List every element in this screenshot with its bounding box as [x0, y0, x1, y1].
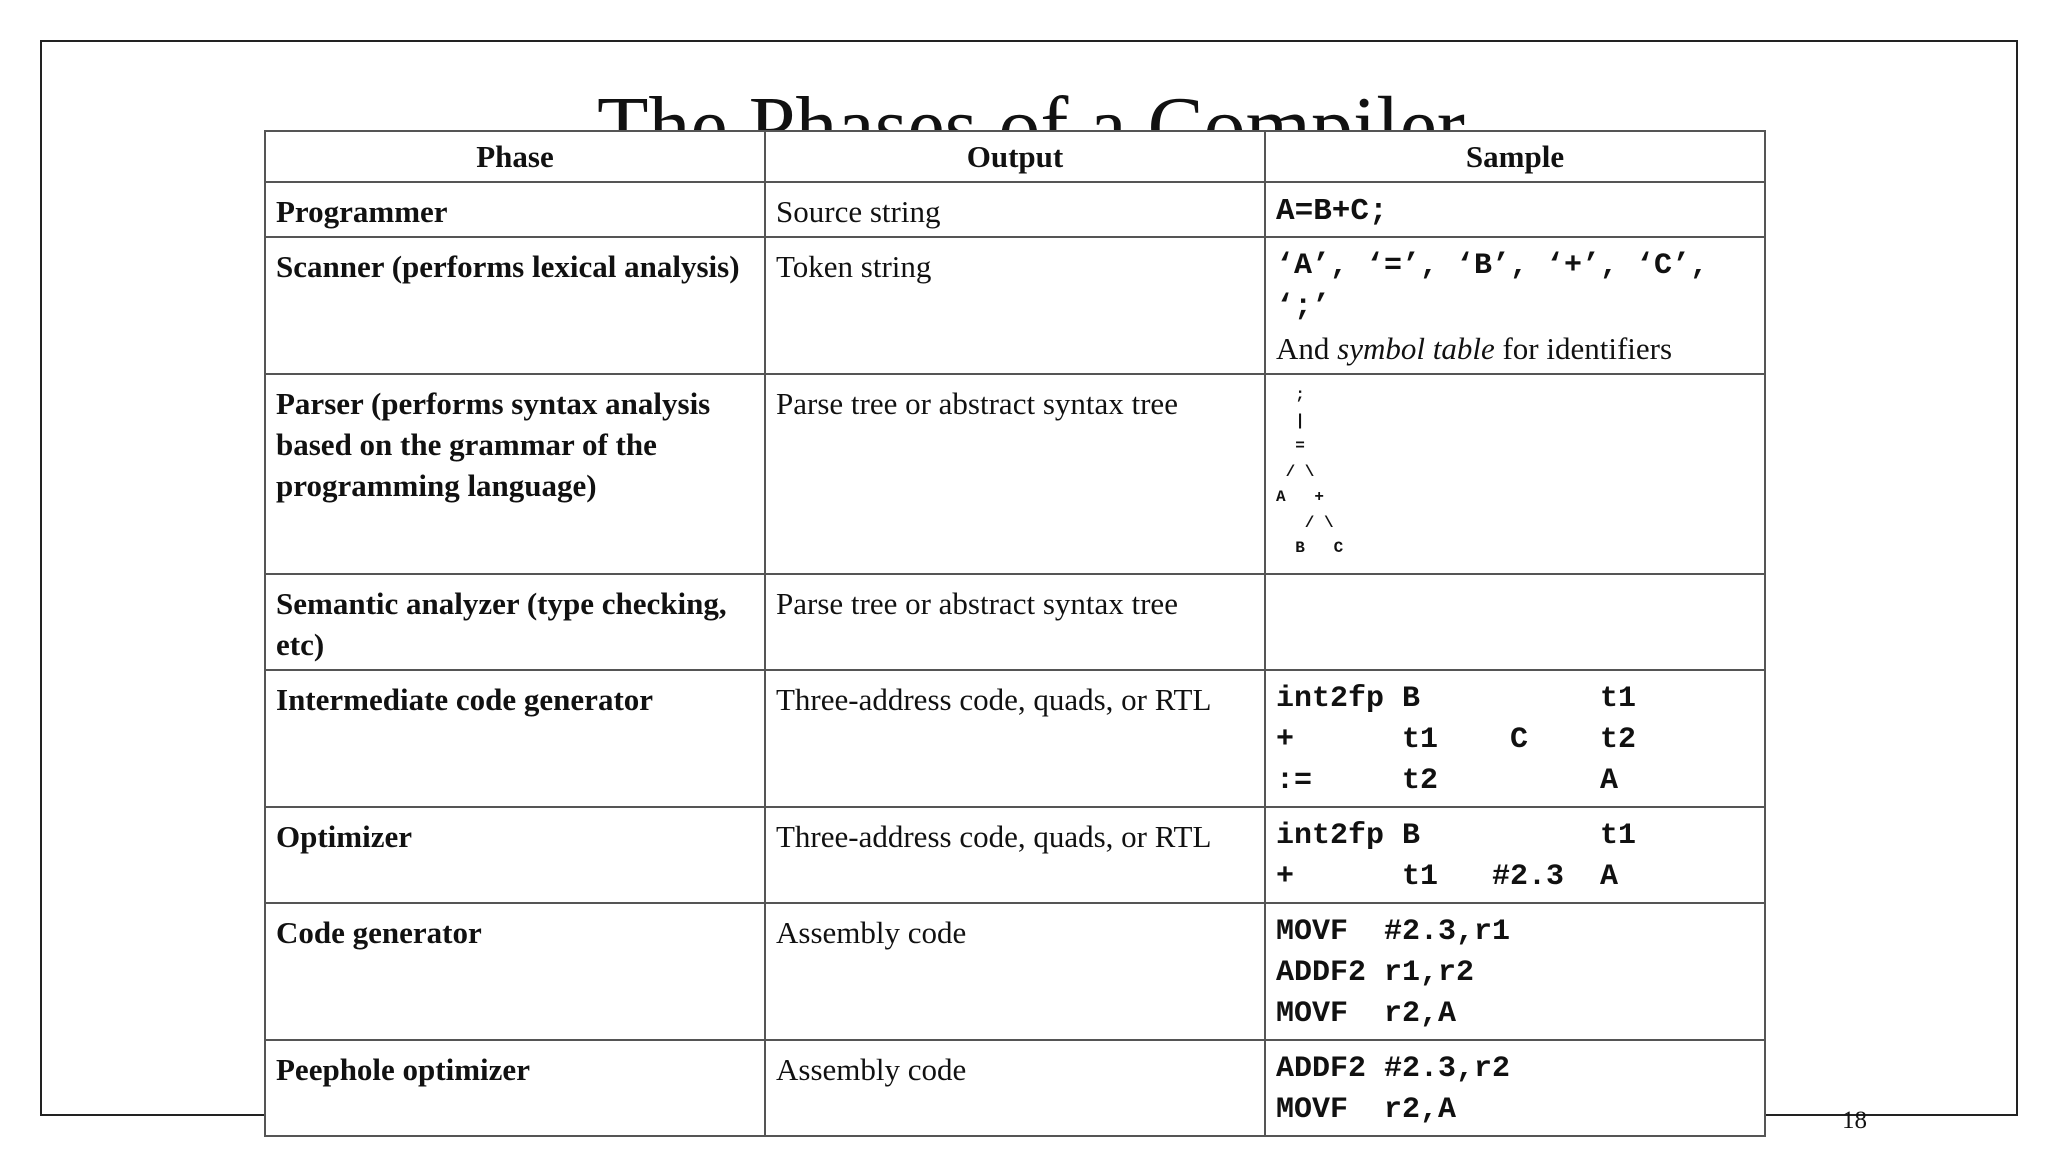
output-cell: Token string	[764, 236, 1266, 375]
sample-cell: int2fp B t1 + t1 #2.3 A	[1264, 806, 1766, 904]
sample-cell: A=B+C;	[1264, 181, 1766, 238]
table-row: Semantic analyzer (type checking, etc) P…	[264, 573, 1766, 671]
parse-tree-diagram: ; | = / \ A + / \ B C	[1276, 386, 1344, 557]
table-row: Intermediate code generator Three-addres…	[264, 669, 1766, 808]
output-cell: Parse tree or abstract syntax tree	[764, 573, 1266, 671]
phases-table: Phase Output Sample Programmer Source st…	[264, 130, 1766, 1137]
table-header-row: Phase Output Sample	[264, 130, 1766, 183]
phase-cell: Code generator	[264, 902, 766, 1041]
table-row: Parser (performs syntax analysis based o…	[264, 373, 1766, 575]
output-cell: Three-address code, quads, or RTL	[764, 806, 1266, 904]
table-row: Code generator Assembly code MOVF #2.3,r…	[264, 902, 1766, 1041]
phase-cell: Peephole optimizer	[264, 1039, 766, 1137]
sample-cell: ‘A’, ‘=’, ‘B’, ‘+’, ‘C’, ‘;’ And symbol …	[1264, 236, 1766, 375]
note-emphasis: symbol table	[1337, 331, 1495, 366]
sample-cell	[1264, 573, 1766, 671]
header-output: Output	[764, 130, 1266, 183]
phase-cell: Parser (performs syntax analysis based o…	[264, 373, 766, 575]
code-sample: MOVF #2.3,r1 ADDF2 r1,r2 MOVF r2,A	[1276, 915, 1511, 1031]
phase-cell: Optimizer	[264, 806, 766, 904]
sample-cell: ; | = / \ A + / \ B C	[1264, 373, 1766, 575]
sample-cell: ADDF2 #2.3,r2 MOVF r2,A	[1264, 1039, 1766, 1137]
slide-frame: The Phases of a Compiler 18 Phase Output…	[40, 40, 2018, 1137]
table-row: Scanner (performs lexical analysis) Toke…	[264, 236, 1766, 375]
note-suffix: for identifiers	[1494, 331, 1673, 366]
sample-cell: int2fp B t1 + t1 C t2 := t2 A	[1264, 669, 1766, 808]
phase-cell: Scanner (performs lexical analysis)	[264, 236, 766, 375]
header-sample: Sample	[1264, 130, 1766, 183]
table-row: Peephole optimizer Assembly code ADDF2 #…	[264, 1039, 1766, 1137]
token-string: ‘A’, ‘=’, ‘B’, ‘+’, ‘C’, ‘;’	[1276, 249, 1709, 324]
table-row: Programmer Source string A=B+C;	[264, 181, 1766, 238]
header-phase: Phase	[264, 130, 766, 183]
output-cell: Source string	[764, 181, 1266, 238]
note-prefix: And	[1276, 331, 1338, 366]
sample-cell: MOVF #2.3,r1 ADDF2 r1,r2 MOVF r2,A	[1264, 902, 1766, 1041]
phase-cell: Programmer	[264, 181, 766, 238]
symbol-table-note: And symbol table for identifiers	[1276, 328, 1754, 369]
table-row: Optimizer Three-address code, quads, or …	[264, 806, 1766, 904]
output-cell: Assembly code	[764, 1039, 1266, 1137]
code-sample: int2fp B t1 + t1 #2.3 A	[1276, 819, 1637, 894]
output-cell: Assembly code	[764, 902, 1266, 1041]
phase-cell: Semantic analyzer (type checking, etc)	[264, 573, 766, 671]
page-number: 18	[1842, 1107, 1867, 1134]
code-sample: ADDF2 #2.3,r2 MOVF r2,A	[1276, 1052, 1511, 1127]
output-cell: Three-address code, quads, or RTL	[764, 669, 1266, 808]
output-cell: Parse tree or abstract syntax tree	[764, 373, 1266, 575]
phase-cell: Intermediate code generator	[264, 669, 766, 808]
code-sample: int2fp B t1 + t1 C t2 := t2 A	[1276, 682, 1637, 798]
